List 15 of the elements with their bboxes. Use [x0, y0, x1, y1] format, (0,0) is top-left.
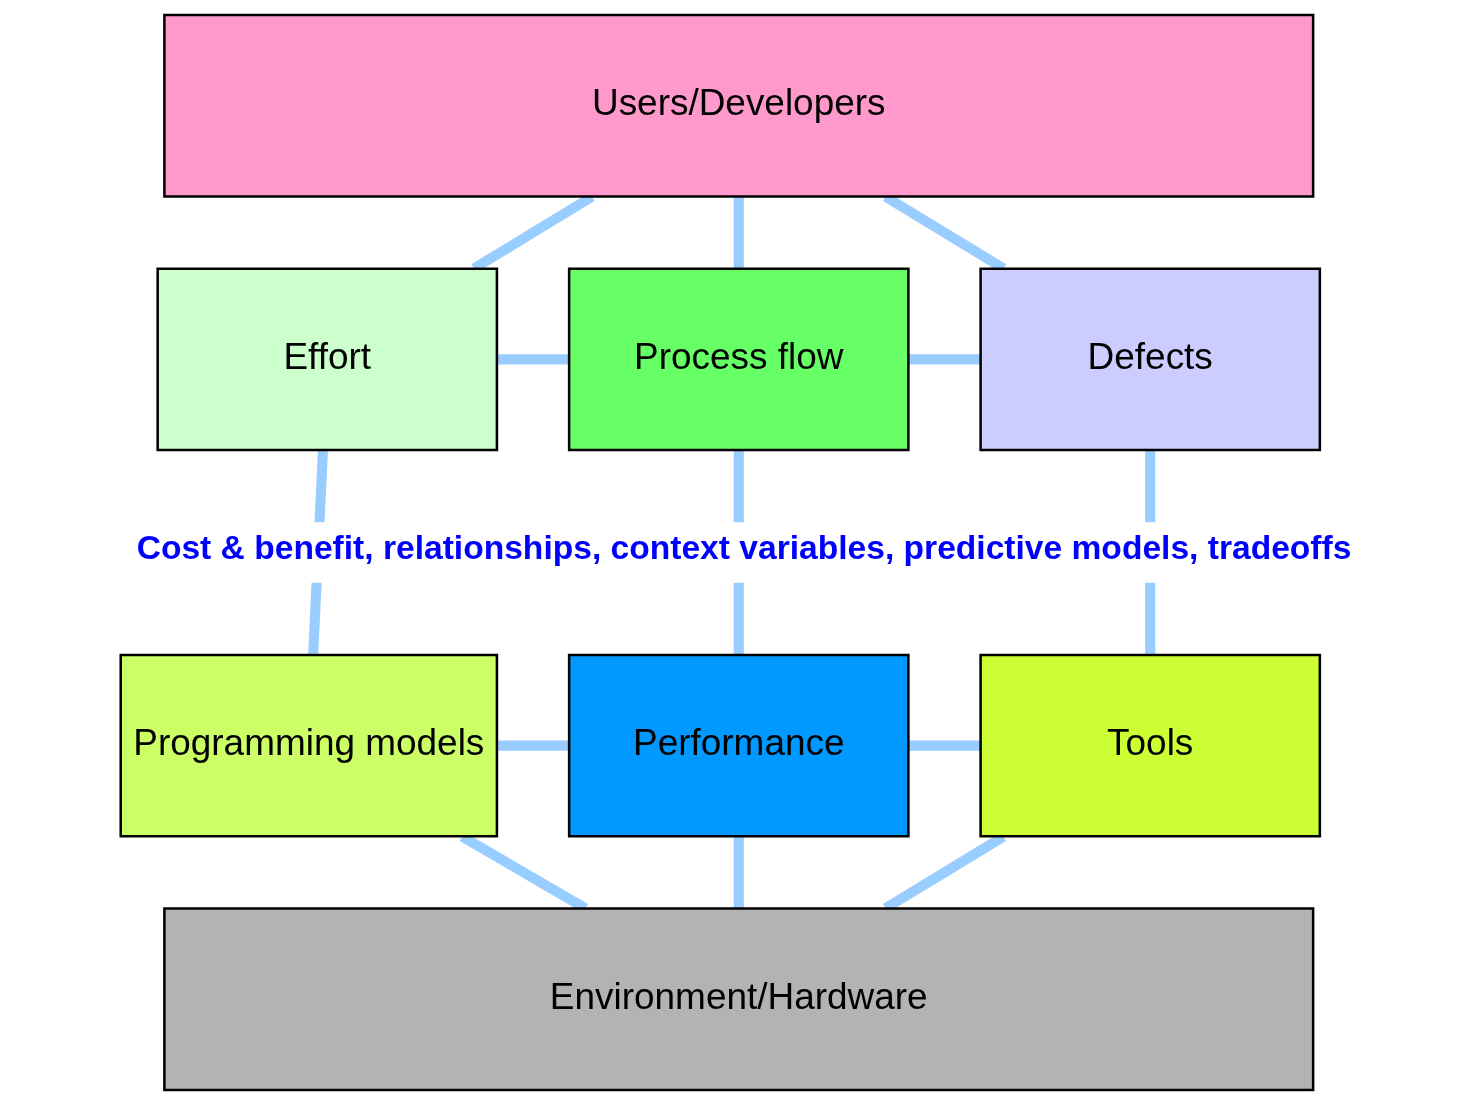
connector [497, 354, 569, 365]
node-box: Environment/Hardware [162, 907, 1314, 1092]
node-box: Defects [978, 267, 1321, 452]
node-box: Effort [155, 267, 498, 452]
node-box: Programming models [118, 653, 498, 838]
connector [908, 354, 980, 365]
connector [496, 740, 569, 751]
connector [733, 836, 744, 909]
node-box: Performance [567, 653, 910, 838]
node-box: Process flow [567, 267, 910, 452]
node-box: Tools [978, 653, 1321, 838]
label: Cost & benefit, relationships, context variables, predictive models, tradeoffs [136, 529, 1351, 567]
connector [908, 740, 980, 751]
node-box: Users/Developers [162, 13, 1314, 198]
connector [733, 197, 744, 269]
